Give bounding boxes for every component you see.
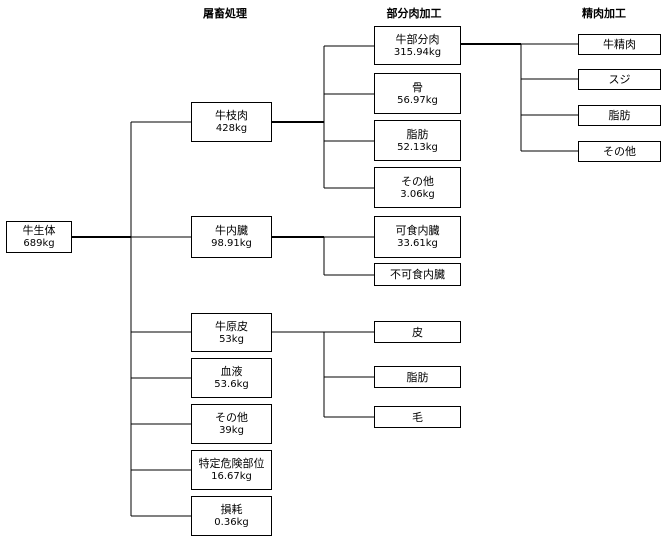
node-label: 可食内臓 xyxy=(395,224,440,237)
node-label: 脂肪 xyxy=(406,370,429,384)
node-value: 53kg xyxy=(219,333,244,345)
node-partial-meat: 牛部分肉 315.94kg xyxy=(374,26,461,65)
node-fat-fine: 脂肪 xyxy=(578,105,661,126)
node-label: 牛生体 xyxy=(22,224,56,237)
node-other-parts: その他 3.06kg xyxy=(374,167,461,208)
node-label: 脂肪 xyxy=(608,109,631,122)
node-loss: 損耗 0.36kg xyxy=(191,496,272,536)
node-fat-parts: 脂肪 52.13kg xyxy=(374,120,461,161)
node-label: 血液 xyxy=(220,365,243,378)
node-value: 56.97kg xyxy=(397,94,438,106)
node-value: 33.61kg xyxy=(397,238,438,249)
node-value: 3.06kg xyxy=(400,188,435,200)
node-carcass: 牛枝肉 428kg xyxy=(191,102,272,142)
node-offal: 牛内臓 98.91kg xyxy=(191,216,272,258)
node-label: 不可食内臓 xyxy=(390,268,445,281)
node-other-slaughter: その他 39kg xyxy=(191,404,272,444)
node-label: 牛内臓 xyxy=(215,224,248,237)
node-value: 0.36kg xyxy=(214,517,249,528)
node-root: 牛生体 689kg xyxy=(6,221,72,253)
node-label: その他 xyxy=(401,174,434,188)
header-fine: 精肉加工 xyxy=(582,7,626,20)
node-hair: 毛 xyxy=(374,406,461,428)
node-value: 39kg xyxy=(219,425,244,436)
node-other-fine: その他 xyxy=(578,141,661,162)
node-label: 毛 xyxy=(412,410,423,424)
node-hide: 牛原皮 53kg xyxy=(191,313,272,352)
node-value: 428kg xyxy=(215,123,248,134)
node-label: 牛精肉 xyxy=(603,38,636,51)
node-fat-hide: 脂肪 xyxy=(374,366,461,388)
node-inedible-offal: 不可食内臓 xyxy=(374,263,461,286)
node-label: 脂肪 xyxy=(406,127,429,141)
node-value: 53.6kg xyxy=(214,379,249,390)
node-skin: 皮 xyxy=(374,321,461,343)
node-blood: 血液 53.6kg xyxy=(191,358,272,398)
node-srm: 特定危険部位 16.67kg xyxy=(191,450,272,490)
node-label: スジ xyxy=(608,73,631,86)
node-sinew: スジ xyxy=(578,69,661,90)
node-label: 骨 xyxy=(412,80,423,94)
node-value: 689kg xyxy=(23,238,55,249)
node-label: 特定危険部位 xyxy=(198,457,265,470)
node-value: 16.67kg xyxy=(211,471,252,482)
node-label: 牛枝肉 xyxy=(215,109,248,122)
node-label: 牛部分肉 xyxy=(395,32,440,46)
node-label: その他 xyxy=(603,145,636,158)
node-value: 52.13kg xyxy=(397,141,438,153)
node-label: 損耗 xyxy=(220,503,243,516)
header-slaughter: 屠畜処理 xyxy=(203,7,247,20)
node-bone: 骨 56.97kg xyxy=(374,73,461,114)
node-label: その他 xyxy=(215,411,248,424)
node-label: 皮 xyxy=(412,325,423,339)
node-label: 牛原皮 xyxy=(215,319,248,333)
header-parts: 部分肉加工 xyxy=(386,7,442,20)
node-edible-offal: 可食内臓 33.61kg xyxy=(374,216,461,258)
node-value: 98.91kg xyxy=(211,238,252,249)
node-value: 315.94kg xyxy=(393,46,442,58)
node-beef: 牛精肉 xyxy=(578,34,661,55)
